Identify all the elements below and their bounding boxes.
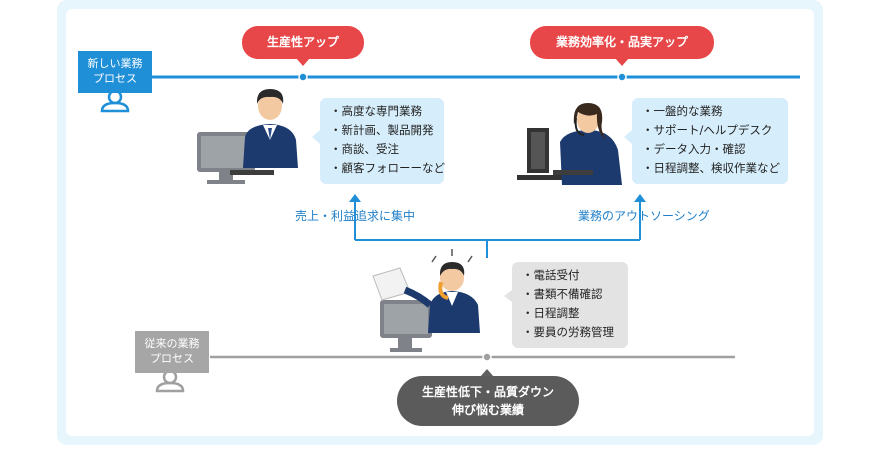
old-task-list: ・電話受付 ・書類不備確認 ・日程調整 ・要員の労務管理 [512,262,628,348]
bubble-efficiency: 業務効率化・品実アップ [530,26,714,59]
list-item: ・一盤的な業務 [642,104,723,118]
operator-task-list: ・一盤的な業務 ・サポート/ヘルプデスク ・データ入力・確認 ・日程調整、検収作… [632,98,788,184]
bubble-decline: 生産性低下・品質ダウン 伸び悩む業績 [397,376,579,426]
new-process-line2: プロセス [93,72,137,85]
list-item: ・商談、受注 [330,142,399,156]
list-item: ・書類不備確認 [522,287,603,301]
old-process-line1: 従来の業務 [144,337,200,350]
old-process-label: 従来の業務 プロセス [135,331,209,373]
operator-illustration [517,103,622,185]
list-item: ・日程調整、検収作業など [642,161,780,175]
manager-illustration [197,89,298,184]
old-process-line2: プロセス [150,352,194,365]
bubble-pointer-2 [615,58,629,66]
new-process-user-icon [100,89,130,113]
bubble-pointer-1 [296,58,310,66]
outsourcing-label: 業務のアウトソーシング [578,209,710,223]
bubble-pointer-3 [480,369,494,377]
new-line-dot-1 [298,72,308,82]
list-item: ・電話受付 [522,268,580,282]
bubble-decline-line2: 伸び悩む業績 [451,403,524,417]
old-process-user-icon [155,369,185,393]
list-item: ・高度な専門業務 [330,104,422,118]
list-item: ・日程調整 [522,306,580,320]
busy-worker-illustration [372,249,480,352]
list-item: ・データ入力・確認 [642,142,746,156]
list-item: ・新計画、製品開発 [330,123,434,137]
bubble-decline-line1: 生産性低下・品質ダウン [421,385,554,399]
new-process-label: 新しい業務 プロセス [78,51,152,93]
old-line-dot [482,352,492,362]
list-item: ・要員の労務管理 [522,325,614,339]
list-item: ・顧客フォローーなど [330,161,445,175]
focus-label: 売上・利益追求に集中 [295,209,416,223]
bubble-productivity-up: 生産性アップ [242,26,364,59]
new-process-line1: 新しい業務 [87,57,143,70]
manager-task-list: ・高度な専門業務 ・新計画、製品開発 ・商談、受注 ・顧客フォローーなど [320,98,445,184]
list-item: ・サポート/ヘルプデスク [642,123,773,137]
new-line-dot-2 [617,72,627,82]
